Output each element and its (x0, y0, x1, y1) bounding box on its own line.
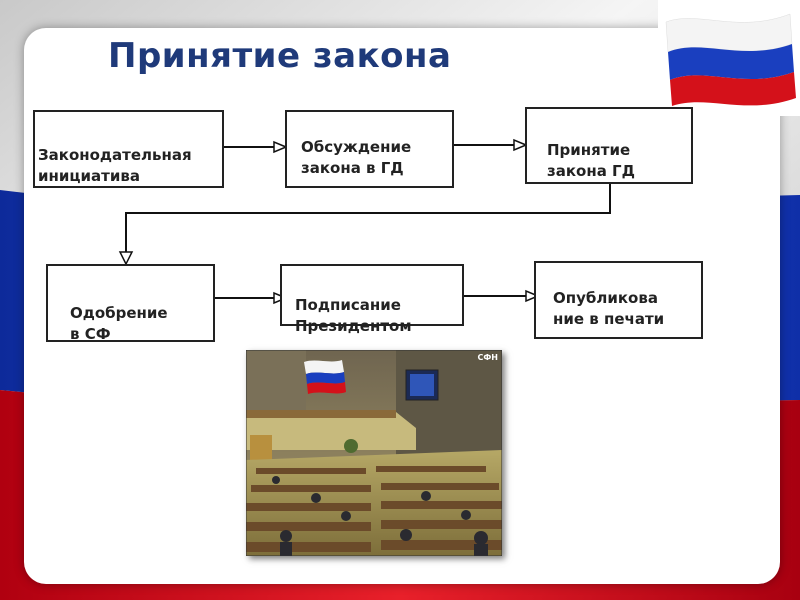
step-label: Опубликова ние в печати (553, 289, 665, 328)
duma-hall-photo: СФН (245, 349, 503, 557)
step-publication: Опубликова ние в печати (534, 261, 703, 339)
step-legislative-initiative: Законодательная инициатива (33, 110, 224, 188)
channel-badge: СФН (477, 353, 499, 362)
step-label: Обсуждение закона в ГД (301, 138, 412, 177)
step-president-signing: Подписание Президентом (280, 264, 464, 335)
page-title: Принятие закона (108, 36, 452, 76)
step-label: Подписание Президентом (295, 296, 412, 335)
step-label: Одобрение в СФ (70, 304, 168, 343)
step-approval-federation-council: Одобрение в СФ (46, 264, 215, 343)
step-label: Принятие закона ГД (547, 141, 635, 180)
russian-flag-icon (658, 0, 800, 116)
step-label: Законодательная инициатива (38, 146, 192, 185)
duma-hall-illustration (245, 349, 503, 557)
step-adoption-duma: Принятие закона ГД (525, 107, 693, 184)
step-discussion-duma: Обсуждение закона в ГД (285, 110, 454, 188)
